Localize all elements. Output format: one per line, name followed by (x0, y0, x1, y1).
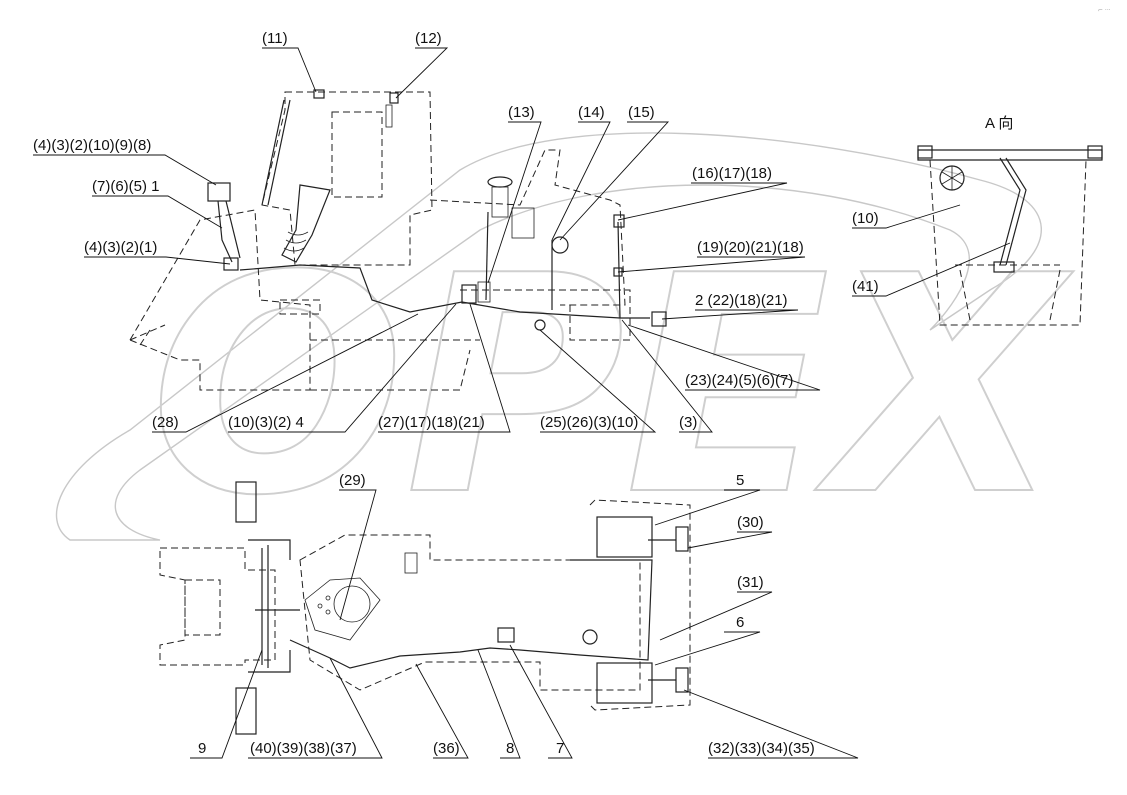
callout-36: (36) (433, 740, 460, 757)
callout-8: 8 (506, 740, 514, 757)
callout-6: 6 (736, 614, 744, 631)
valve-7 (497, 627, 515, 643)
callout-16-17-18: (16)(17)(18) (692, 165, 772, 182)
watermark-text: OPEX (150, 212, 1074, 561)
callout-27-17-18-21: (27)(17)(18)(21) (378, 414, 485, 431)
tank-part-16 (613, 214, 625, 228)
steering-wheel-icon (333, 585, 371, 623)
callout-11: (11) (262, 30, 288, 47)
callout-4-3-2-1: (4)(3)(2)(1) (84, 239, 157, 256)
tyre-front-top (235, 481, 257, 523)
cab-front-pillar (261, 99, 291, 206)
callout-5: 5 (736, 472, 744, 489)
callout-2-22-18-21: 2 (22)(18)(21) (695, 292, 788, 309)
engine-component (511, 207, 535, 239)
console-dot (317, 603, 323, 609)
leader-lines (33, 47, 1011, 759)
valve-block-aux (477, 281, 491, 303)
front-frame (129, 209, 311, 391)
steering-hose (283, 231, 309, 252)
rear-box-bottom (596, 662, 653, 704)
plan-hose-run (289, 559, 653, 669)
rear-light-32 (675, 667, 689, 693)
main-frame (299, 534, 641, 691)
cab-window (331, 111, 383, 198)
pedal-linkage (217, 200, 241, 263)
callout-19-20-21-18: (19)(20)(21)(18) (697, 239, 804, 256)
console-dot (325, 595, 331, 601)
view-a-fan-blades (941, 166, 963, 190)
pedal-valve (223, 257, 239, 271)
cab-part-11 (313, 89, 325, 99)
main-hose-run (239, 264, 650, 319)
callout-41: (41) (852, 278, 879, 295)
lower-frame (310, 339, 480, 391)
hose-vertical-13 (485, 211, 489, 301)
bucket-arm (129, 324, 166, 346)
rear-frame (460, 289, 631, 341)
air-cleaner (491, 186, 509, 218)
view-a-light-left (917, 145, 933, 159)
cab-outline (261, 91, 433, 266)
front-hydraulic-lines (248, 539, 300, 673)
view-a: A 向 (917, 115, 1103, 326)
tyre-front-bottom (235, 687, 257, 735)
corner-mark: ⌐ ··· (1098, 7, 1111, 14)
callout-12: (12) (415, 30, 442, 47)
callout-3: (3) (679, 414, 697, 431)
callout-40-39-38-37: (40)(39)(38)(37) (250, 740, 357, 757)
callout-25-26-3-10: (25)(26)(3)(10) (540, 414, 638, 431)
cab-bracket (385, 104, 393, 128)
callout-labels: (11) (12) (13) (14) (15) (4)(3)(2)(10)(9… (33, 30, 879, 757)
callout-7-6-5-1: (7)(6)(5) 1 (92, 178, 160, 195)
callout-32-33-34-35: (32)(33)(34)(35) (708, 740, 815, 757)
callout-23-24-5-6-7: (23)(24)(5)(6)(7) (685, 372, 793, 389)
pump-plan (582, 629, 598, 645)
front-axle-frame (159, 547, 276, 666)
view-a-title: A 向 (985, 115, 1013, 132)
callout-30: (30) (737, 514, 764, 531)
callout-10: (10) (852, 210, 879, 227)
callout-9: 9 (198, 740, 206, 757)
air-cleaner-cap (487, 176, 513, 188)
callout-10-3-2-4: (10)(3)(2) 4 (228, 414, 304, 431)
view-a-wiper-base (993, 261, 1015, 273)
view-a-light-right (1087, 145, 1103, 159)
plan-view (159, 481, 691, 735)
callout-15: (15) (628, 104, 655, 121)
cab-part-12 (389, 92, 399, 104)
control-valve (207, 182, 231, 202)
rear-light-30 (675, 526, 689, 552)
front-axle-box (184, 579, 221, 636)
cab-mount-plan (404, 552, 418, 574)
hose-vertical-16 (617, 221, 621, 319)
watermark: OPEX (55, 132, 1075, 562)
callout-4-3-2-10-9-8: (4)(3)(2)(10)(9)(8) (33, 137, 151, 154)
watermark-swoosh (55, 132, 1042, 541)
frame-block (279, 299, 321, 315)
callout-7: 7 (556, 740, 564, 757)
callout-29: (29) (339, 472, 366, 489)
steering-column (281, 184, 331, 263)
callout-14: (14) (578, 104, 605, 121)
callout-31: (31) (737, 574, 764, 591)
rear-box-top (596, 516, 653, 558)
console-dot (325, 609, 331, 615)
view-a-wiper-arm (999, 157, 1027, 266)
rear-frame-plan (589, 499, 691, 711)
callout-13: (13) (508, 104, 535, 121)
view-a-cab (929, 159, 1087, 326)
steering-console (304, 577, 381, 641)
view-a-roof (917, 149, 1103, 161)
callout-28: (28) (152, 414, 179, 431)
